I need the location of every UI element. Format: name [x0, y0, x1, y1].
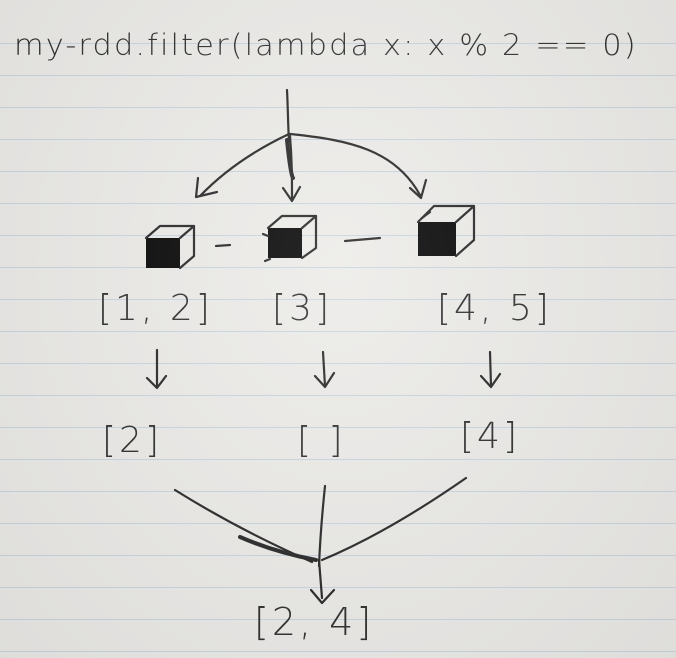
- partition-input-2: [3]: [272, 288, 332, 329]
- split-arrowhead-left: [194, 176, 219, 199]
- split-arrowhead-middle: [281, 185, 302, 203]
- filter-arrow-1: [145, 348, 168, 390]
- merge-arrow: [317, 558, 324, 600]
- cube-icon: [416, 204, 476, 258]
- partition-link-line: [343, 236, 382, 243]
- merge-line-right: [320, 476, 468, 562]
- split-arrow-middle-thick: [285, 138, 295, 180]
- partition-output-2: [ ]: [297, 420, 346, 461]
- split-arrow-left: [198, 132, 291, 198]
- partition-link-line: [214, 243, 232, 248]
- result-output: [2, 4]: [254, 600, 375, 644]
- cube-icon: [144, 224, 196, 270]
- partition-input-1: [1, 2]: [98, 288, 213, 329]
- merge-line-middle: [317, 484, 327, 568]
- merge-line-left-thick: [238, 535, 318, 562]
- partition-output-3: [4]: [460, 416, 520, 457]
- filter-arrow-2: [313, 350, 336, 389]
- source-trunk-line: [285, 88, 291, 144]
- merge-line-left: [173, 488, 314, 564]
- merge-arrowhead: [309, 588, 336, 605]
- split-arrowhead-right: [408, 178, 428, 200]
- code-line: my-rdd.filter(lambda x: x % 2 == 0): [14, 28, 638, 62]
- filter-arrow-3: [479, 350, 502, 389]
- partition-input-3: [4, 5]: [437, 288, 552, 329]
- cube-icon: [261, 214, 318, 263]
- partition-output-1: [2]: [102, 420, 162, 461]
- split-arrow-right: [288, 132, 422, 197]
